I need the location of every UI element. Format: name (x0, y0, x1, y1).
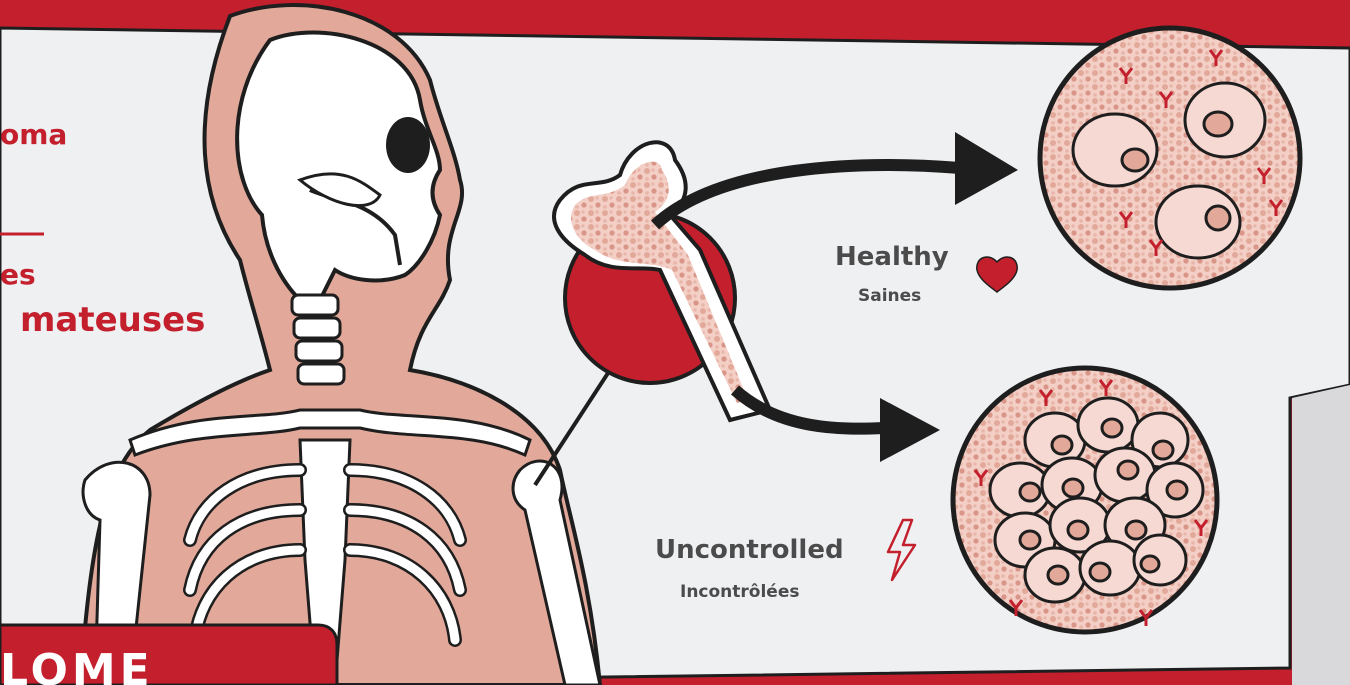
eye-socket (386, 117, 430, 173)
left-subtitle-line2: mateuses (20, 300, 205, 340)
uncontrolled-label: Uncontrolled (655, 535, 844, 565)
side-strip (1292, 385, 1350, 685)
bottom-banner-text: LOME (0, 645, 154, 685)
healthy-label-fr: Saines (858, 286, 921, 306)
uncontrolled-label-fr: Incontrôlées (680, 582, 799, 602)
healthy-label: Healthy (835, 242, 949, 272)
left-subtitle-line1: es (0, 258, 36, 291)
left-title-fragment: oma (0, 118, 67, 151)
